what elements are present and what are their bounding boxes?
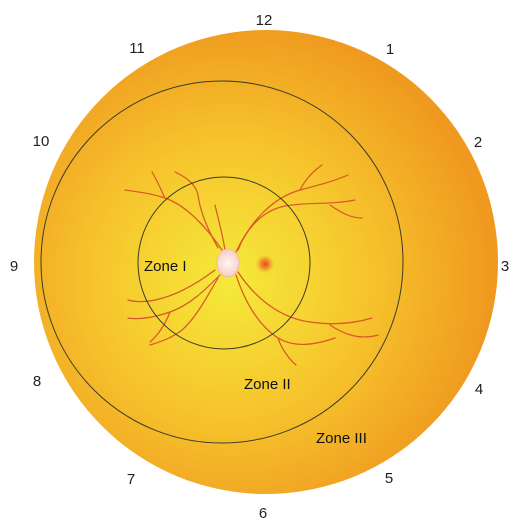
macula [255, 254, 275, 274]
vessel [237, 199, 356, 251]
clock-hour-12: 12 [256, 12, 273, 29]
vessel [214, 204, 226, 251]
clock-hour-5: 5 [385, 470, 393, 487]
clock-hour-1: 1 [386, 41, 394, 58]
vessel [277, 337, 297, 366]
clock-hour-8: 8 [33, 373, 41, 390]
blood-vessels [124, 164, 379, 366]
vessel [151, 171, 166, 199]
clock-hour-9: 9 [10, 258, 18, 275]
clock-hour-3: 3 [501, 258, 509, 275]
clock-hour-labels: 12 1 2 3 4 5 6 7 8 9 10 11 [10, 12, 509, 522]
clock-hour-4: 4 [475, 381, 483, 398]
optic-disc [216, 248, 240, 278]
clock-hour-11: 11 [129, 40, 145, 57]
vessel [299, 164, 323, 191]
vessel [329, 204, 363, 219]
vessel [149, 277, 219, 346]
zone-3-label: Zone III [316, 430, 367, 447]
clock-hour-7: 7 [127, 471, 135, 488]
vessel [329, 324, 379, 338]
clock-hour-2: 2 [474, 134, 482, 151]
vessel [174, 171, 219, 249]
zone-1-boundary [137, 176, 311, 350]
clock-hour-10: 10 [33, 133, 50, 150]
vessel [237, 271, 373, 325]
clock-hour-6: 6 [259, 505, 267, 522]
zone-2-boundary [40, 80, 404, 444]
vessel [149, 311, 171, 343]
zone-2-label: Zone II [244, 376, 291, 393]
zone-1-label: Zone I [144, 258, 187, 275]
vessel [127, 269, 216, 303]
